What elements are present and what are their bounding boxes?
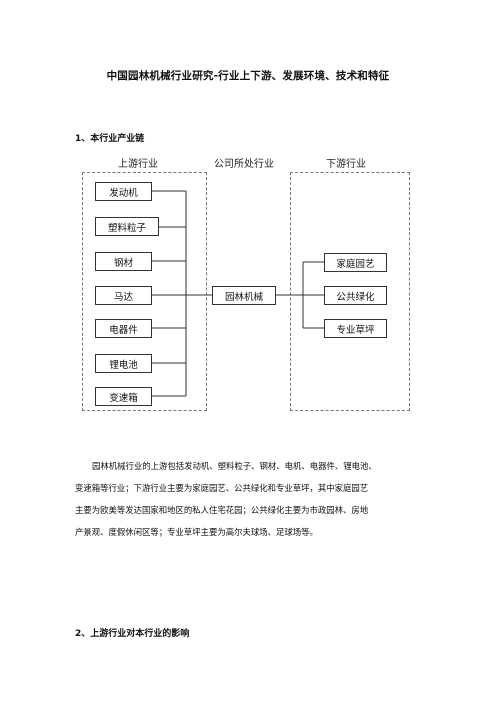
upstream-box-plastic-pellets: 塑料粒子 <box>95 217 159 236</box>
paragraph-line: 主要为欧美等发达国家和地区的私人住宅花园；公共绿化主要为市政园林、房地 <box>75 505 369 515</box>
downstream-box-public-greening: 公共绿化 <box>324 286 387 305</box>
upstream-box-gearbox: 变速箱 <box>95 387 152 406</box>
paragraph-line: 产景观、度假休闲区等；专业草坪主要为高尔夫球场、足球场等。 <box>75 527 318 537</box>
center-box-garden-machinery: 园林机械 <box>212 286 276 305</box>
column-header-downstream: 下游行业 <box>326 159 366 170</box>
upstream-box-electrical-parts: 电器件 <box>95 319 152 338</box>
downstream-box-home-gardening: 家庭园艺 <box>324 253 387 272</box>
downstream-group <box>290 172 410 411</box>
upstream-box-steel: 钢材 <box>95 252 152 271</box>
column-header-company: 公司所处行业 <box>214 159 274 170</box>
column-header-upstream: 上游行业 <box>118 159 158 170</box>
section-heading-2: 2、上游行业对本行业的影响 <box>75 629 190 639</box>
upstream-box-lithium-battery: 锂电池 <box>95 354 152 373</box>
section-heading-1: 1、本行业产业链 <box>75 134 145 144</box>
upstream-box-motor: 马达 <box>95 286 152 305</box>
paragraph-line: 园林机械行业的上游包括发动机、塑料粒子、钢材、电机、电器件、锂电池、 <box>92 461 377 471</box>
upstream-group <box>82 172 207 411</box>
body-paragraph: 园林机械行业的上游包括发动机、塑料粒子、钢材、电机、电器件、锂电池、 变速箱等行… <box>75 455 435 543</box>
downstream-box-professional-turf: 专业草坪 <box>324 319 387 338</box>
upstream-box-engine: 发动机 <box>95 182 152 201</box>
paragraph-line: 变速箱等行业；下游行业主要为家庭园艺、公共绿化和专业草坪，其中家庭园艺 <box>75 483 369 493</box>
document-title: 中国园林机械行业研究-行业上下游、发展环境、技术和特征 <box>106 70 390 82</box>
